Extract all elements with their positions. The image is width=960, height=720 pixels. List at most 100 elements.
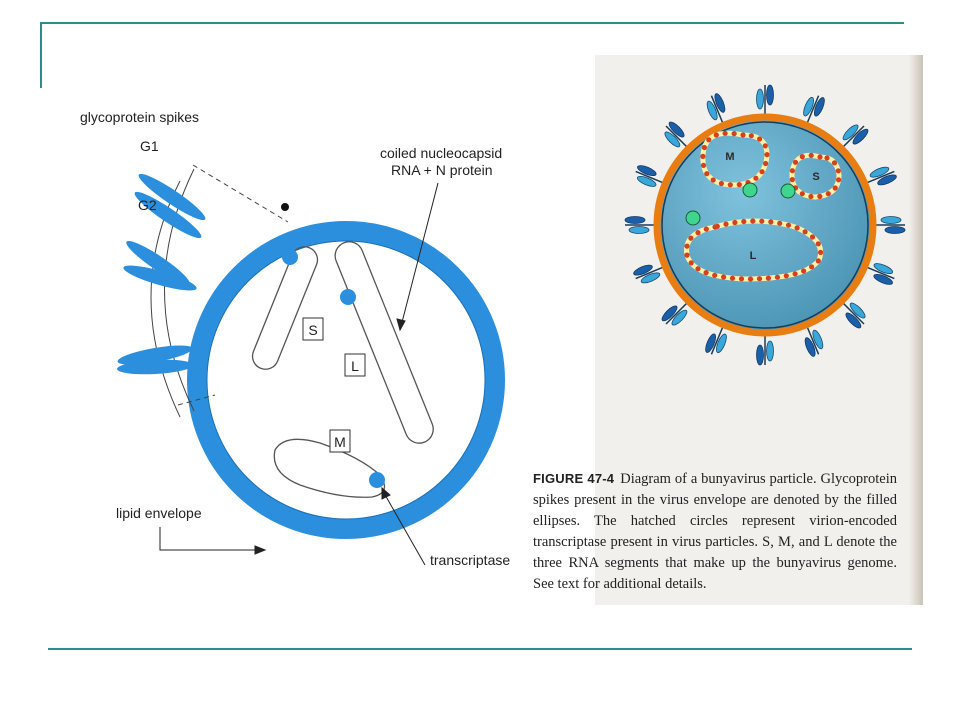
transcriptase-circle (340, 289, 356, 305)
segment-l-box (344, 353, 366, 377)
lipid-envelope-ring (187, 221, 505, 539)
transcriptase-circle (685, 210, 701, 226)
inner-membrane-line (206, 240, 486, 520)
rna-dot (695, 230, 701, 236)
rna-dot (710, 177, 716, 183)
rna-dot (815, 241, 821, 247)
rna-dot (703, 270, 709, 276)
rna-dot (721, 274, 727, 280)
rna-dot (794, 225, 800, 231)
rna-nucleoprotein-dots (684, 130, 842, 282)
rna-dot (809, 264, 815, 270)
transcriptase-circle (780, 183, 796, 199)
transcriptase-circles (282, 249, 385, 488)
rna-dot (802, 229, 808, 235)
rna-dot (729, 275, 736, 281)
rna-dot (799, 191, 805, 197)
rna-dot (765, 275, 771, 281)
rna-dot (688, 260, 694, 266)
rna-segment-m-label: M (725, 151, 734, 163)
rna-dot (722, 130, 728, 136)
rna-dot (799, 154, 805, 160)
spike-ellipse (117, 359, 193, 375)
rna-segment-s-label: S (812, 171, 819, 183)
rna-dot (815, 258, 821, 264)
bunyavirus-illustration: M S L (624, 84, 906, 366)
lipid-envelope-label: lipid envelope (116, 505, 202, 521)
glycoprotein-spikes (117, 173, 206, 375)
rna-dot (753, 175, 759, 181)
rna-dot (706, 137, 712, 143)
rna-dot (759, 169, 765, 175)
page-edge-shadow (909, 55, 923, 605)
rna-dot (700, 162, 707, 168)
rna-dot (789, 177, 795, 183)
spike-ellipse (126, 240, 190, 286)
rna-dot (756, 276, 763, 282)
rna-dot (835, 168, 841, 174)
rna-dot (759, 218, 765, 224)
rna-dot (825, 191, 831, 197)
rna-dot (817, 154, 823, 160)
rna-dot (824, 155, 830, 161)
rna-dot (701, 144, 707, 151)
rna-dot (688, 235, 694, 241)
glycoprotein-spike-markers (624, 84, 906, 366)
rna-dot (789, 168, 795, 174)
segment-m-label: M (334, 434, 346, 450)
rna-dot (763, 160, 769, 167)
rna-dot (785, 222, 792, 228)
spike-marker (661, 295, 695, 326)
transcriptase-circle (369, 472, 385, 488)
rna-dot (809, 234, 816, 240)
envelope-marker-dot (281, 203, 289, 211)
rna-dot (801, 268, 807, 274)
nucleocapsids (251, 241, 434, 498)
rna-dot (732, 219, 738, 226)
g2-label: G2 (138, 197, 157, 213)
rna-dot (832, 185, 838, 191)
nucleocapsid-label-line2: RNA + N protein (391, 162, 493, 178)
virion-inner-membrane (661, 121, 869, 329)
rna-dot (762, 143, 768, 149)
spike-marker (756, 84, 774, 125)
nucleocapsid-m (273, 438, 386, 498)
nucleocapsid-l (334, 241, 434, 444)
spike-ellipse (123, 265, 197, 291)
transcriptase-circle (282, 249, 298, 265)
textbook-figure-panel: M S L (595, 55, 923, 605)
rna-dot (792, 271, 798, 277)
rna-dot (738, 276, 745, 282)
segment-m-box (329, 429, 351, 453)
rna-dot (740, 132, 746, 138)
transcriptase-circle (742, 182, 758, 198)
figure-number: FIGURE 47-4 (533, 471, 615, 486)
rna-dot (808, 152, 814, 158)
rna-dot (727, 182, 733, 188)
rna-dot (731, 131, 737, 137)
g1-label: G1 (140, 138, 159, 154)
rna-dot (741, 218, 747, 225)
top-rule (40, 22, 904, 24)
rna-dot (684, 243, 690, 249)
rna-dot (768, 219, 774, 225)
rna-dot (700, 153, 706, 159)
rna-dot (684, 252, 690, 258)
rna-dot (736, 182, 742, 188)
rna-dot (831, 160, 838, 166)
segment-l-label: L (351, 358, 359, 374)
rna-dot (817, 193, 823, 199)
left-rule (40, 22, 42, 88)
spike-marker (802, 317, 824, 357)
rna-dot (703, 226, 709, 232)
rna-dot (712, 272, 718, 278)
spike-g1-ellipse (138, 173, 206, 221)
glycoprotein-spikes-label: glycoprotein spikes (80, 109, 199, 125)
spike-ellipse (117, 345, 193, 365)
rna-segments (684, 130, 842, 282)
spike-marker (756, 325, 774, 366)
rna-dot (750, 218, 756, 224)
rna-dot (757, 136, 763, 142)
transcriptase-markers (685, 182, 796, 226)
